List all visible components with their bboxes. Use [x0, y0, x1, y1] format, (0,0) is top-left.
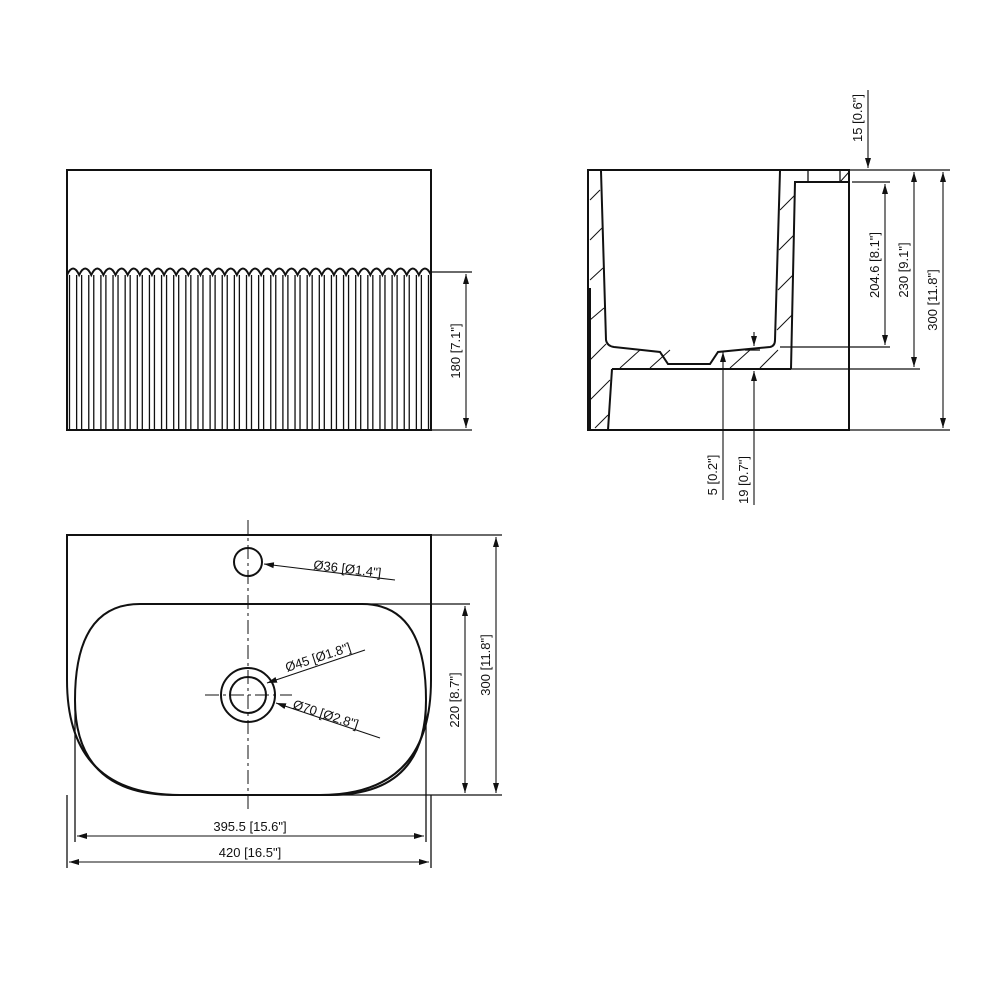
total-width-label: 420 [16.5"]	[219, 845, 281, 860]
rim-label: 15 [0.6"]	[850, 94, 865, 142]
tap-hole-label: Ø36 [Ø1.4"]	[313, 557, 383, 580]
front-height-label: 180 [7.1"]	[448, 323, 463, 378]
flutes	[66, 267, 432, 430]
bowl-outline	[73, 603, 428, 796]
drain-outer	[220, 667, 276, 723]
front-view: 180 [7.1"]	[66, 169, 472, 431]
drain-outer-label: Ø70 [Ø2.8"]	[291, 697, 361, 732]
flute-top-edge	[66, 267, 432, 278]
side-section-view: 15 [0.6"] 204.6 [8.1"] 230 [9.1"] 300 [1…	[587, 90, 950, 505]
front-outline	[66, 169, 432, 431]
floor-label: 19 [0.7"]	[736, 456, 751, 504]
total-depth-label: 300 [11.8"]	[478, 634, 493, 695]
total-height-label: 300 [11.8"]	[925, 269, 940, 330]
inner-height-label: 230 [9.1"]	[896, 242, 911, 297]
drain-inner	[229, 676, 267, 714]
top-view: Ø36 [Ø1.4"] Ø45 [Ø1.8"] Ø70 [Ø2.8"] 220 …	[66, 520, 502, 868]
bowl-depth-label-top: 220 [8.7"]	[447, 672, 462, 727]
drain-step-label: 5 [0.2"]	[705, 455, 720, 496]
bowl-depth-label: 204.6 [8.1"]	[867, 232, 882, 298]
tap-hole	[233, 547, 263, 577]
bowl-width-label: 395.5 [15.6"]	[213, 819, 286, 834]
